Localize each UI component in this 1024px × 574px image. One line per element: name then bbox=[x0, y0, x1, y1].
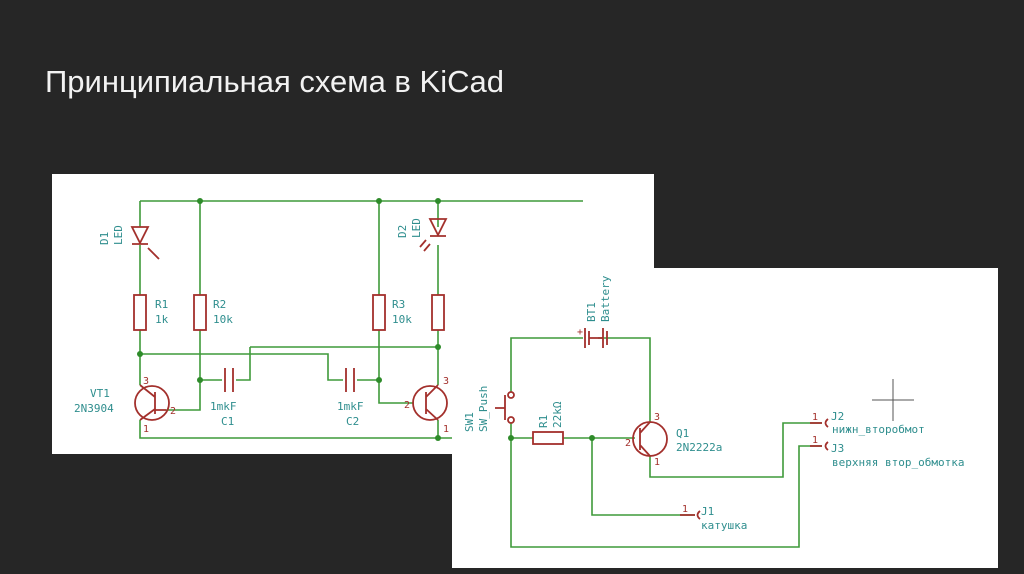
bt1-ref: BT1 bbox=[585, 302, 598, 322]
pin-number: 2 bbox=[170, 406, 176, 417]
d2-ref: D2 bbox=[396, 225, 409, 238]
pin-number: 1 bbox=[143, 424, 149, 435]
d1-ref: D1 bbox=[98, 232, 111, 245]
bt1-value: Battery bbox=[599, 275, 612, 322]
pin-number: 3 bbox=[654, 412, 660, 423]
pin-number: 3 bbox=[143, 376, 149, 387]
pin-number: 1 bbox=[654, 457, 660, 468]
q1-value: 2N2222a bbox=[676, 441, 722, 454]
c2-ref: C2 bbox=[346, 415, 359, 428]
pin-number: 1 bbox=[443, 424, 449, 435]
pin-number: 1 bbox=[812, 435, 818, 446]
capacitor-c2: 1mkF C2 bbox=[337, 368, 364, 428]
vt1-ref: VT1 bbox=[90, 387, 110, 400]
led-d2: D2 LED bbox=[396, 218, 448, 252]
crosshair-cursor-icon bbox=[872, 379, 914, 421]
r1-value: 22kΩ bbox=[551, 401, 564, 428]
resistor-r1 bbox=[133, 294, 147, 331]
led-d1: D1 LED bbox=[98, 225, 160, 260]
r1-value: 1k bbox=[155, 313, 169, 326]
battery-bt1: + BT1 Battery bbox=[577, 275, 612, 348]
vt1-value: 2N3904 bbox=[74, 402, 114, 415]
schematic-transistor-circuit: + BT1 Battery SW1 SW_Push R1 22kΩ Q12N22… bbox=[452, 268, 998, 568]
sw1-ref: SW1 bbox=[463, 412, 476, 432]
r1-ref: R1 bbox=[155, 298, 168, 311]
battery-plus-sign: + bbox=[577, 327, 583, 338]
resistor-r2 bbox=[193, 294, 207, 331]
j1-ref: J1 bbox=[701, 505, 714, 518]
j2-value: нижн_второбмот bbox=[832, 423, 925, 436]
sw1-value: SW_Push bbox=[477, 386, 490, 432]
pin-number: 2 bbox=[404, 400, 410, 411]
resistor-r4 bbox=[431, 294, 445, 331]
slide-title: Принципиальная схема в KiCad bbox=[45, 64, 504, 99]
c1-ref: C1 bbox=[221, 415, 234, 428]
j2-ref: J2 bbox=[831, 410, 844, 423]
resistor-r1: R1 22kΩ bbox=[532, 401, 564, 445]
capacitor-c1: 1mkF C1 bbox=[210, 368, 237, 428]
resistor-r3 bbox=[372, 294, 386, 331]
pin-number: 1 bbox=[812, 412, 818, 423]
transistor-vt1: VT1 2N3904 3 2 1 bbox=[74, 376, 176, 435]
r3-value: 10k bbox=[392, 313, 412, 326]
pin-number: 3 bbox=[443, 376, 449, 387]
switch-sw1: SW1 SW_Push bbox=[463, 386, 515, 432]
d2-value: LED bbox=[410, 218, 423, 238]
junctions bbox=[137, 198, 441, 441]
j3-value: верхняя втор_обмотка bbox=[832, 456, 964, 469]
d1-value: LED bbox=[112, 225, 125, 245]
pin-number: 2 bbox=[625, 438, 631, 449]
r1-ref: R1 bbox=[537, 415, 550, 428]
c1-value: 1mkF bbox=[210, 400, 237, 413]
r3-ref: R3 bbox=[392, 298, 405, 311]
j1-value: катушка bbox=[701, 519, 747, 532]
c2-value: 1mkF bbox=[337, 400, 364, 413]
q1-ref: Q1 bbox=[676, 427, 689, 440]
j3-ref: J3 bbox=[831, 442, 844, 455]
pin-number: 1 bbox=[682, 504, 688, 515]
r2-ref: R2 bbox=[213, 298, 226, 311]
r2-value: 10k bbox=[213, 313, 233, 326]
transistor-vt2: 2 3 1 bbox=[404, 376, 449, 435]
